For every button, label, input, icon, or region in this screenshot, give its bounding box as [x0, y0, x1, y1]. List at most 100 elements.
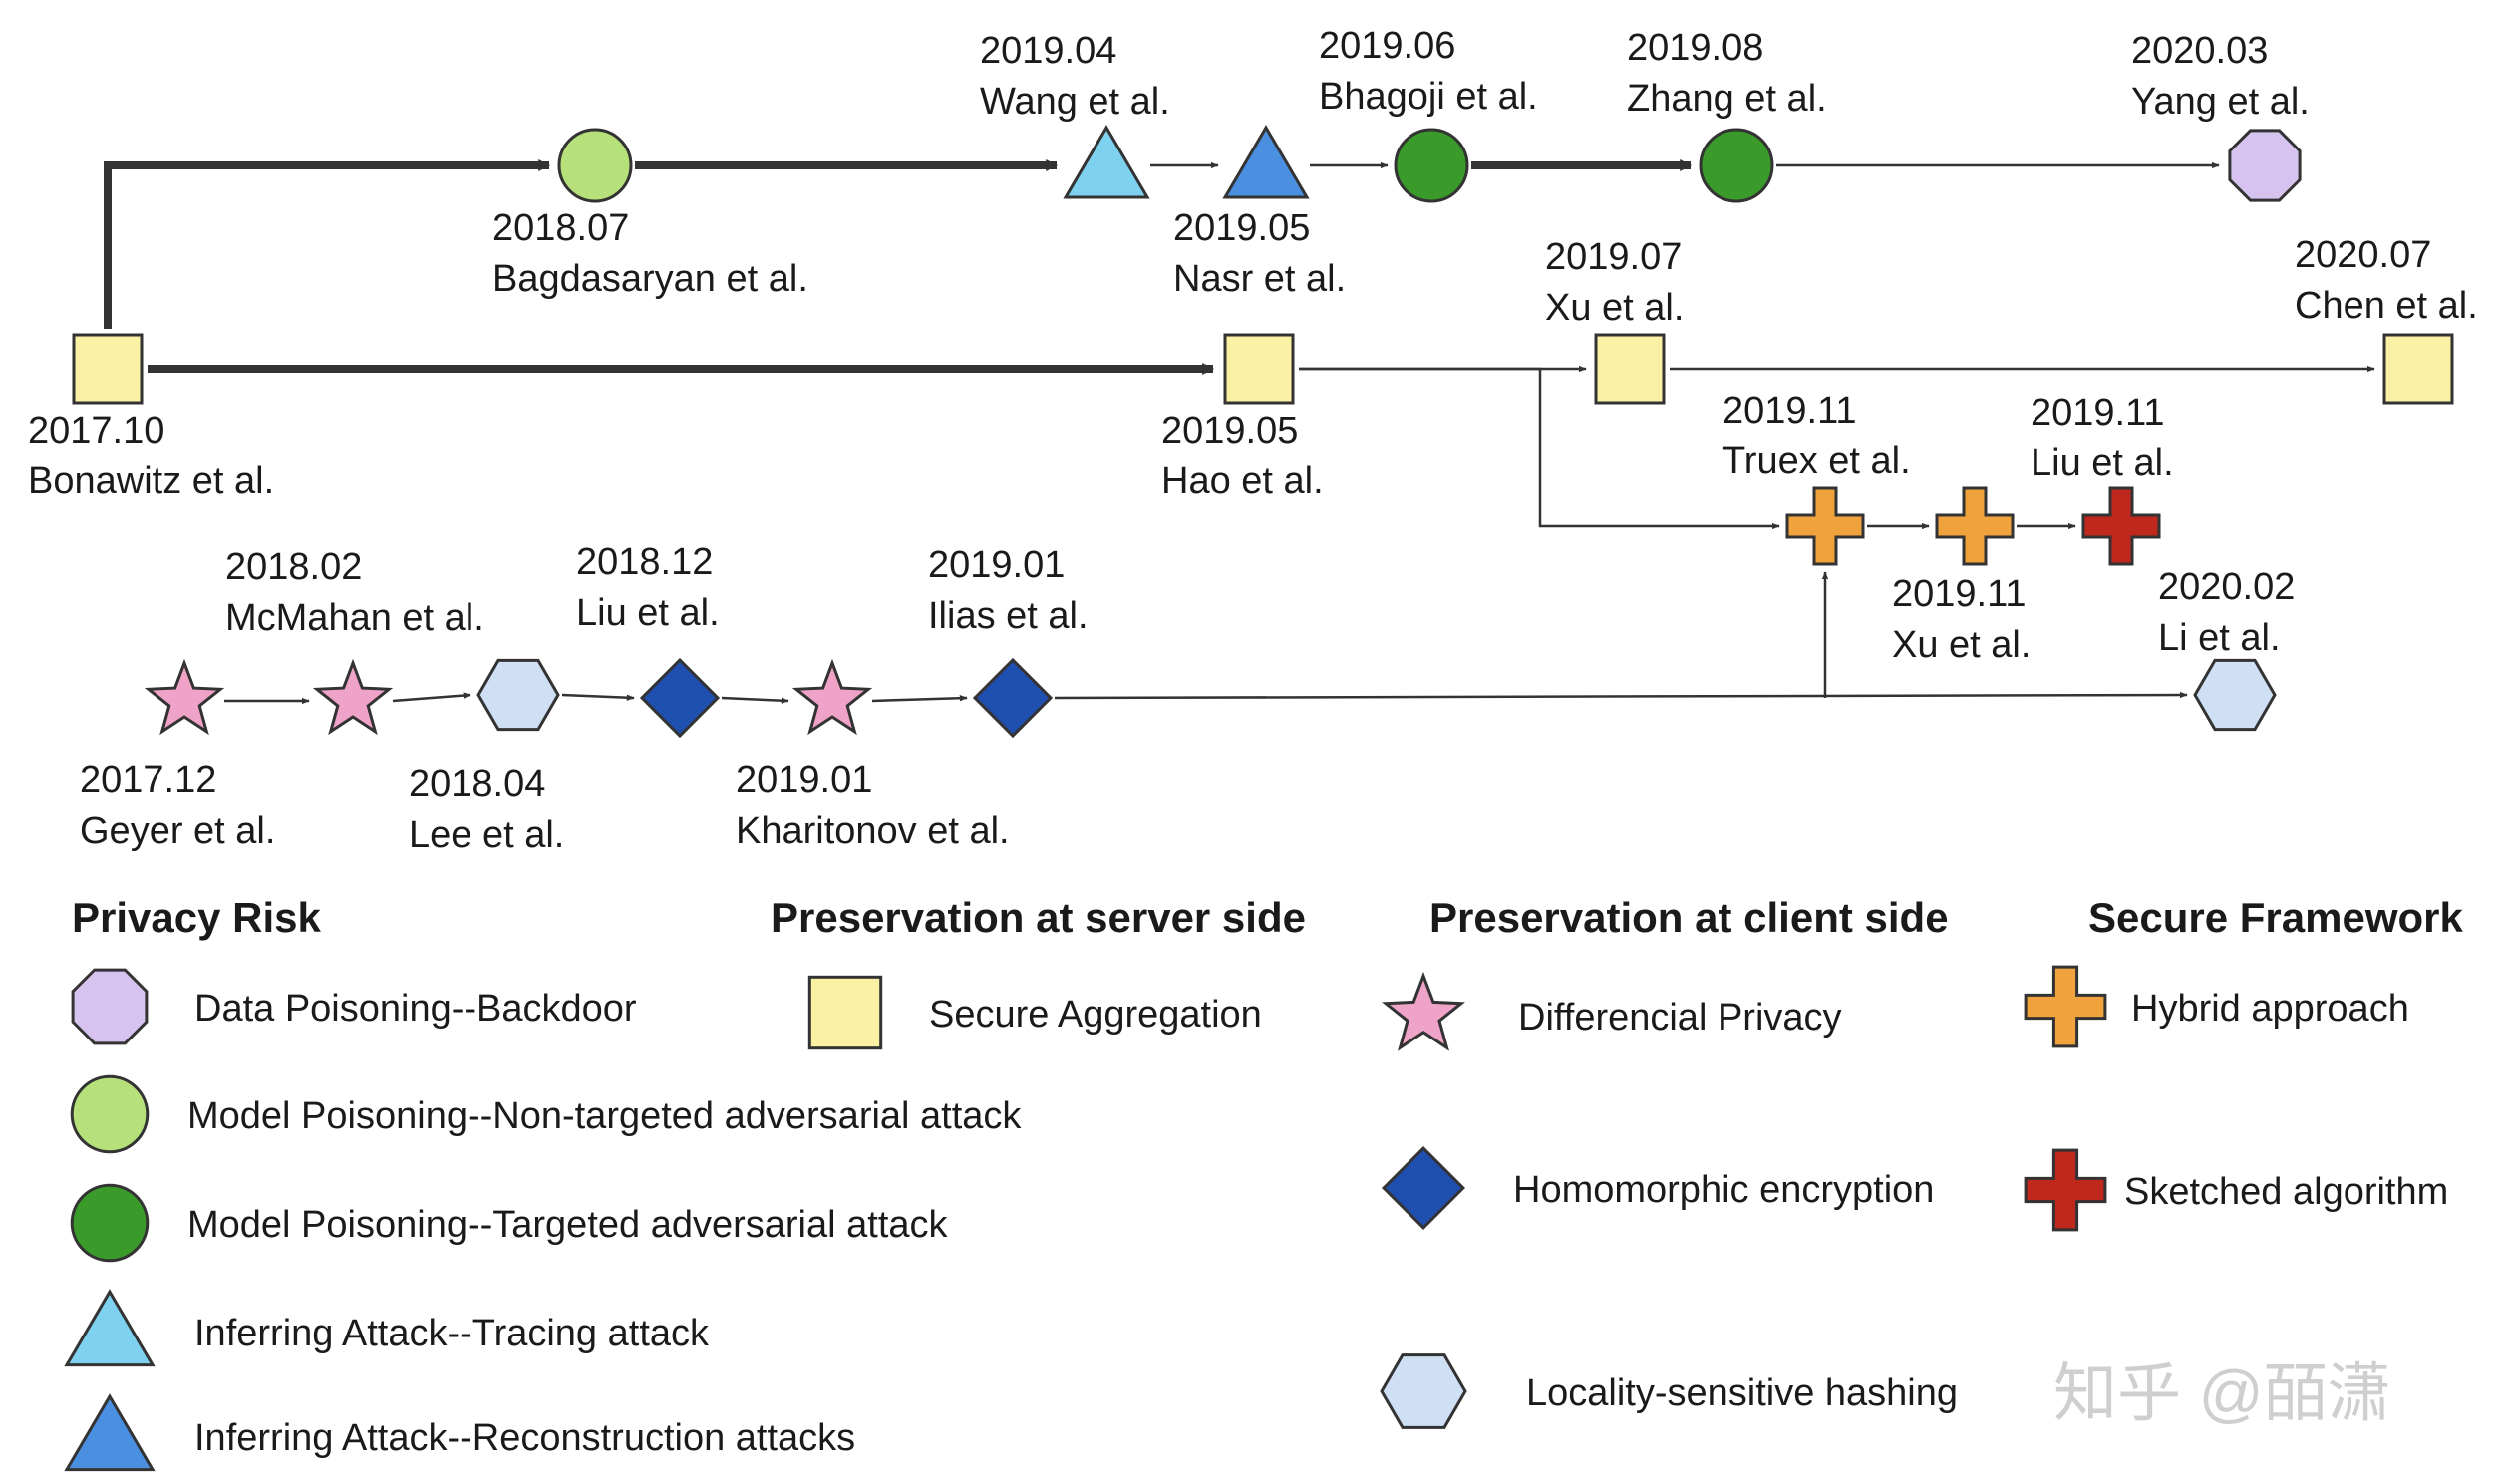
legend-tracing-triangle-icon	[64, 1289, 156, 1367]
node-date-zhang: 2019.08	[1627, 27, 1763, 69]
node-bagdasaryan-circle-icon	[557, 128, 633, 203]
node-date-bonawitz: 2017.10	[28, 410, 164, 451]
node-kharitonov-star-icon	[791, 658, 873, 736]
node-author-ilias: Ilias et al.	[928, 595, 1089, 637]
node-zhang-circle-icon	[1699, 128, 1774, 203]
node-geyer-star-icon	[144, 658, 225, 736]
node-bhagoji-circle-icon	[1394, 128, 1469, 203]
node-author-bagdasaryan: Bagdasaryan et al.	[492, 258, 808, 300]
node-date-bagdasaryan: 2018.07	[492, 207, 629, 249]
node-author-xu2: Xu et al.	[1892, 624, 2031, 666]
edge-kharitonov-to-ilias	[871, 695, 968, 703]
node-author-nasr: Nasr et al.	[1173, 258, 1346, 300]
node-date-geyer: 2017.12	[80, 759, 216, 801]
node-author-liu2: Liu et al.	[2031, 443, 2174, 484]
node-date-yang: 2020.03	[2131, 30, 2268, 72]
legend-group-title: Preservation at client side	[1429, 894, 1949, 941]
legend-lsh-hexagon-icon	[1380, 1353, 1467, 1429]
edge-hao-to-truex	[1299, 367, 1780, 530]
legend-reconstruction-triangle-icon	[64, 1393, 156, 1472]
node-date-xu2: 2019.11	[1892, 573, 2027, 615]
legend-group-title: Privacy Risk	[72, 894, 321, 941]
node-date-liu1: 2018.12	[576, 541, 713, 583]
node-author-liu1: Liu et al.	[576, 592, 720, 634]
timeline-edges	[104, 159, 2375, 705]
edge-bonawitz-to-bagdasaryan	[104, 159, 551, 329]
legend-item-label: Inferring Attack--Tracing attack	[194, 1313, 710, 1354]
legend-item-label: Homomorphic encryption	[1513, 1169, 1934, 1211]
edge-ilias-to-li	[1054, 691, 2188, 700]
legend-homomorphic-diamond-icon	[1381, 1145, 1466, 1231]
edge-liu1-to-kharitonov	[721, 696, 789, 704]
node-nasr-triangle-icon	[1222, 125, 1310, 199]
node-truex-cross-icon	[1785, 486, 1865, 566]
node-author-bonawitz: Bonawitz et al.	[28, 460, 274, 502]
legend-item-label: Secure Aggregation	[929, 994, 1262, 1036]
node-author-bhagoji: Bhagoji et al.	[1319, 76, 1538, 118]
node-lee-hexagon-icon	[476, 658, 560, 732]
legend-group-title: Secure Framework	[2088, 894, 2463, 941]
legend-item-label: Inferring Attack--Reconstruction attacks	[194, 1417, 855, 1459]
node-date-liu2: 2019.11	[2031, 392, 2165, 434]
node-date-truex: 2019.11	[1722, 390, 1857, 432]
node-author-zhang: Zhang et al.	[1627, 78, 1827, 120]
legend-group-2: Preservation at client sideDifferencial …	[1380, 894, 1958, 1429]
node-author-wang: Wang et al.	[980, 81, 1170, 123]
node-ilias-diamond-icon	[972, 657, 1054, 739]
node-date-hao: 2019.05	[1161, 410, 1298, 451]
node-bonawitz-square-icon	[72, 333, 144, 405]
node-yang-octagon-icon	[2228, 129, 2302, 202]
legend-targeted-circle-icon	[70, 1183, 150, 1263]
node-li-hexagon-icon	[2193, 658, 2277, 732]
edge-mcmahan-to-lee	[392, 692, 471, 703]
legend-item-label: Locality-sensitive hashing	[1526, 1372, 1958, 1414]
node-liu1-diamond-icon	[639, 657, 721, 739]
node-mcmahan-star-icon	[312, 658, 394, 736]
legend-item-label: Differencial Privacy	[1518, 997, 1842, 1039]
timeline-nodes	[72, 125, 2454, 739]
node-author-kharitonov: Kharitonov et al.	[736, 810, 1010, 852]
node-date-nasr: 2019.05	[1173, 207, 1310, 249]
legend-item-label: Hybrid approach	[2131, 988, 2409, 1030]
node-date-lee: 2018.04	[409, 763, 545, 805]
legend-group-title: Preservation at server side	[771, 894, 1306, 941]
node-chen-square-icon	[2382, 333, 2454, 405]
legend-secure_aggregation-square-icon	[807, 975, 883, 1050]
legend-data_poisoning_backdoor-octagon-icon	[71, 968, 149, 1045]
node-xu2-cross-icon	[1935, 486, 2015, 566]
node-author-lee: Lee et al.	[409, 814, 564, 856]
node-author-geyer: Geyer et al.	[80, 810, 275, 852]
legend-non_targeted-circle-icon	[70, 1074, 150, 1154]
node-author-xu1: Xu et al.	[1545, 287, 1684, 329]
node-date-li: 2020.02	[2158, 566, 2295, 608]
watermark: 知乎 @皕潇	[2053, 1357, 2391, 1429]
node-date-kharitonov: 2019.01	[736, 759, 872, 801]
edge-lee-to-liu1	[561, 693, 635, 701]
legend-differential_privacy-star-icon	[1382, 971, 1465, 1051]
node-date-chen: 2020.07	[2295, 234, 2431, 276]
node-date-bhagoji: 2019.06	[1319, 25, 1455, 67]
node-author-yang: Yang et al.	[2131, 81, 2310, 123]
node-author-li: Li et al.	[2158, 617, 2281, 659]
node-date-wang: 2019.04	[980, 30, 1116, 72]
legend-item-label: Data Poisoning--Backdoor	[194, 988, 637, 1030]
node-hao-square-icon	[1223, 333, 1295, 405]
legend-sketched-cross-icon	[2024, 1148, 2107, 1232]
legend-item-label: Model Poisoning--Non-targeted adversaria…	[187, 1095, 1022, 1137]
legend-item-label: Model Poisoning--Targeted adversarial at…	[187, 1204, 949, 1246]
node-author-hao: Hao et al.	[1161, 460, 1324, 502]
node-date-mcmahan: 2018.02	[225, 546, 362, 588]
node-date-xu1: 2019.07	[1545, 236, 1682, 278]
node-author-chen: Chen et al.	[2295, 285, 2478, 327]
node-author-truex: Truex et al.	[1722, 441, 1911, 482]
node-wang-triangle-icon	[1063, 125, 1150, 199]
node-author-mcmahan: McMahan et al.	[225, 597, 484, 639]
node-date-ilias: 2019.01	[928, 544, 1065, 586]
node-xu1-square-icon	[1594, 333, 1666, 405]
